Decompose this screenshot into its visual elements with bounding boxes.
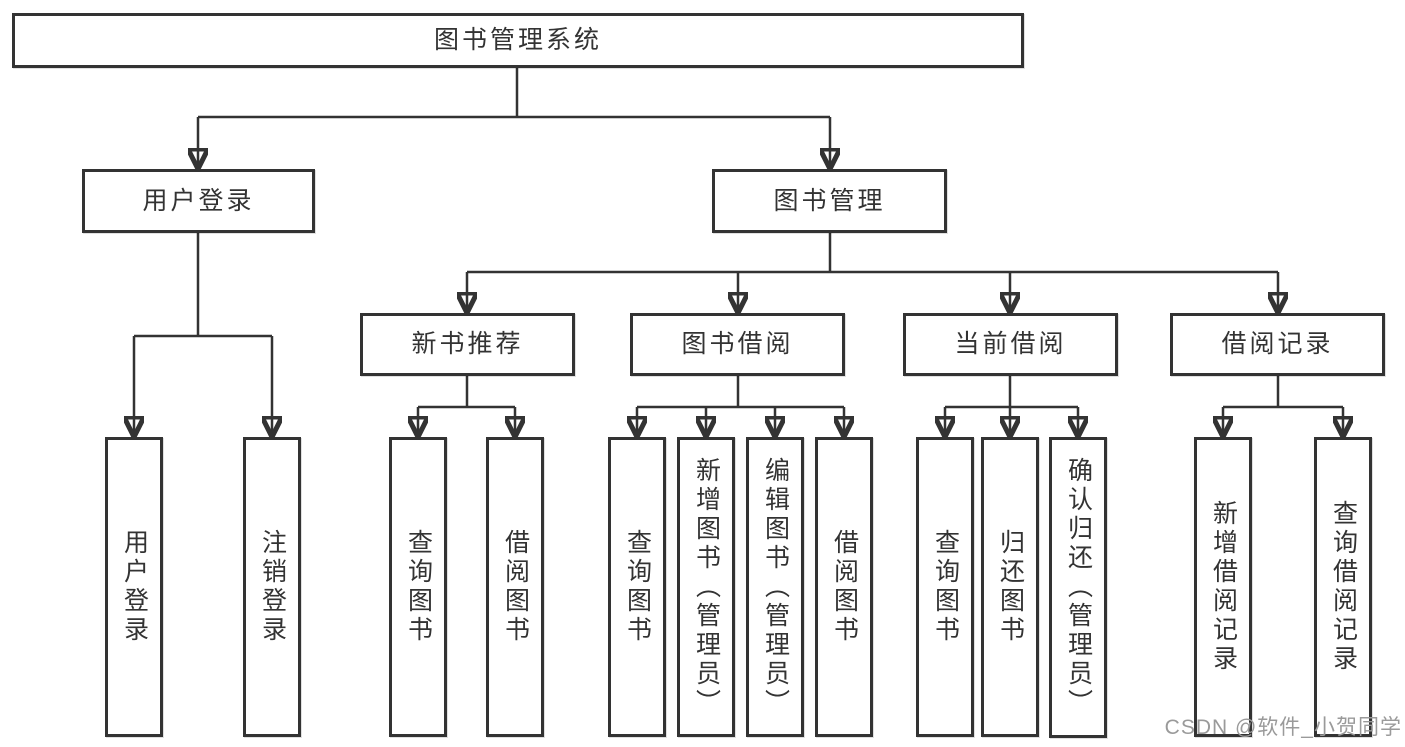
node-user-login: 用户登录 (82, 169, 315, 233)
leaf-query-books-current-label: 查询图书 (931, 529, 960, 645)
leaf-logout: 注销登录 (243, 437, 301, 737)
node-borrow-records: 借阅记录 (1170, 313, 1385, 376)
connector-user-login (134, 233, 272, 435)
leaf-add-borrow-record-label: 新增借阅记录 (1209, 500, 1238, 674)
leaf-query-borrow-record-label: 查询借阅记录 (1329, 500, 1358, 674)
node-root-label: 图书管理系统 (433, 26, 602, 54)
leaf-add-book-admin: 新增图书（管理员） (677, 437, 735, 737)
leaf-add-book-admin-label: 新增图书（管理员） (692, 456, 721, 718)
leaf-add-borrow-record: 新增借阅记录 (1194, 437, 1252, 737)
node-current-borrow: 当前借阅 (903, 313, 1118, 376)
leaf-logout-label: 注销登录 (258, 529, 287, 645)
node-user-login-label: 用户登录 (142, 186, 255, 215)
leaf-query-books-recommend-label: 查询图书 (404, 529, 433, 645)
leaf-confirm-return-admin: 确认归还（管理员） (1049, 437, 1107, 738)
node-borrow-records-label: 借阅记录 (1221, 330, 1334, 358)
node-current-borrow-label: 当前借阅 (954, 330, 1067, 358)
leaf-borrow-books: 借阅图书 (815, 437, 873, 737)
connector-book-management (467, 233, 1278, 311)
connector-new-book-recommend (418, 376, 515, 435)
node-book-management-label: 图书管理 (773, 186, 886, 215)
connector-borrow-records (1223, 376, 1343, 435)
connector-current-borrow (945, 376, 1078, 435)
leaf-user-login-label: 用户登录 (120, 529, 149, 645)
leaf-borrow-books-recommend: 借阅图书 (486, 437, 544, 737)
node-book-management: 图书管理 (712, 169, 947, 233)
node-book-borrow: 图书借阅 (630, 313, 845, 376)
connector-root (198, 68, 830, 167)
leaf-confirm-return-admin-label: 确认归还（管理员） (1064, 457, 1093, 718)
node-new-book-recommend: 新书推荐 (360, 313, 575, 376)
node-root: 图书管理系统 (12, 13, 1024, 68)
leaf-edit-book-admin-label: 编辑图书（管理员） (761, 456, 790, 718)
node-book-borrow-label: 图书借阅 (681, 330, 794, 358)
leaf-query-books-borrow: 查询图书 (608, 437, 666, 737)
leaf-query-books-current: 查询图书 (916, 437, 974, 737)
leaf-query-books-borrow-label: 查询图书 (623, 529, 652, 645)
leaf-borrow-books-recommend-label: 借阅图书 (501, 529, 530, 645)
csdn-watermark: CSDN @软件_小贺同学 (1164, 716, 1402, 739)
leaf-return-books: 归还图书 (981, 437, 1039, 737)
leaf-edit-book-admin: 编辑图书（管理员） (746, 437, 804, 737)
leaf-query-books-recommend: 查询图书 (389, 437, 447, 737)
leaf-borrow-books-label: 借阅图书 (830, 529, 859, 645)
leaf-user-login: 用户登录 (105, 437, 163, 737)
node-new-book-recommend-label: 新书推荐 (411, 330, 524, 358)
leaf-return-books-label: 归还图书 (996, 529, 1025, 645)
connector-book-borrow (637, 376, 844, 435)
leaf-query-borrow-record: 查询借阅记录 (1314, 437, 1372, 737)
